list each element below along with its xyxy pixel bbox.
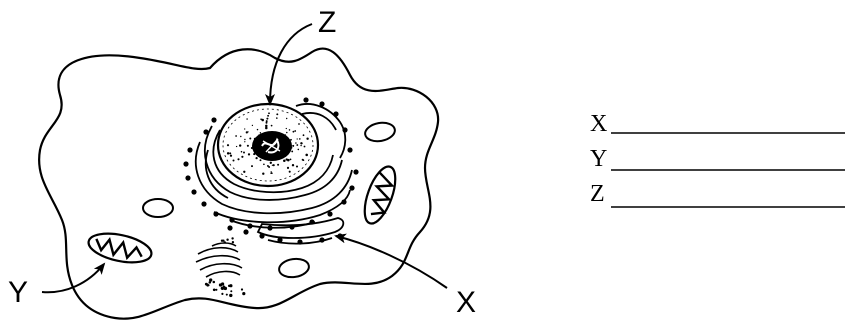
answer-label-z: Z xyxy=(590,181,605,207)
arrow-y xyxy=(42,264,104,292)
golgi-stack xyxy=(196,243,242,277)
arrow-z xyxy=(270,24,312,104)
vacuole-bottom xyxy=(278,257,310,279)
label-z: Z xyxy=(318,6,336,39)
vacuole-left xyxy=(143,199,173,217)
answer-row-x: X xyxy=(590,111,845,137)
arrow-x xyxy=(336,236,447,288)
label-x: X xyxy=(456,286,476,319)
nucleolus xyxy=(252,131,292,161)
vacuole-top-right xyxy=(364,121,397,144)
answer-row-y: Y xyxy=(590,146,845,172)
mitochondrion-left xyxy=(86,229,154,268)
label-y: Y xyxy=(8,276,28,309)
mitochondrion-right xyxy=(358,163,401,228)
answer-row-z: Z xyxy=(590,181,845,207)
answer-label-x: X xyxy=(590,111,607,137)
answer-label-y: Y xyxy=(590,146,607,172)
